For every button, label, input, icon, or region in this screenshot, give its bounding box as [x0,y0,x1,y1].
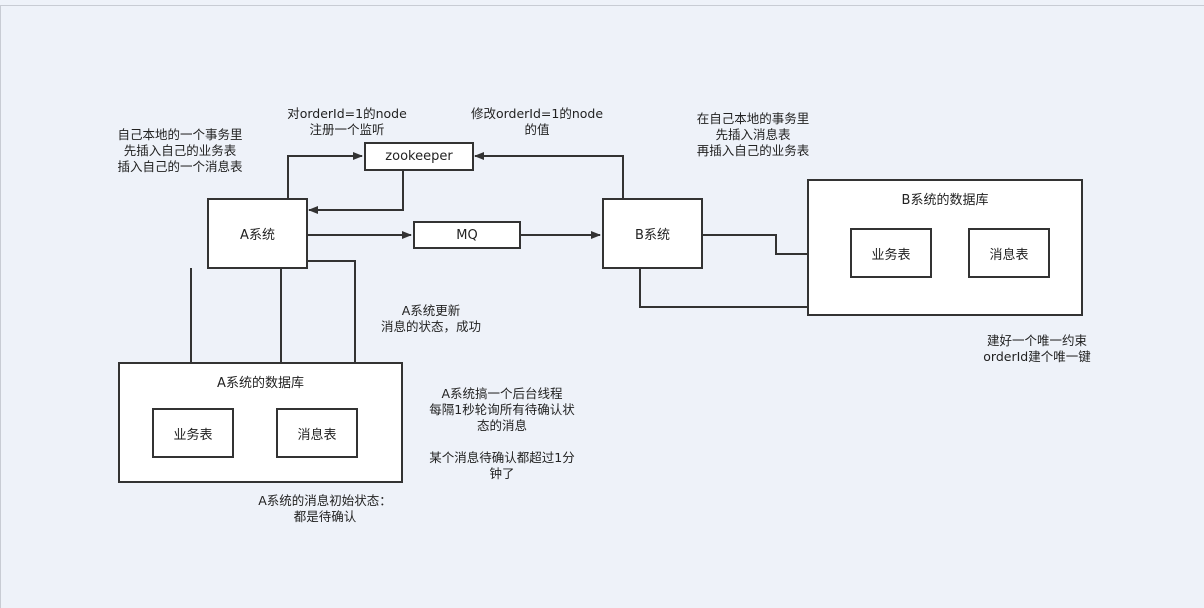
mq-label: MQ [456,227,478,243]
arrow-a-to-zookeeper [287,152,363,198]
a-message-table: 消息表 [276,408,358,458]
b-system-node: B系统 [602,198,703,269]
canvas-frame [0,5,1204,608]
b-message-table-label: 消息表 [989,247,1029,263]
mq-node: MQ [413,221,521,249]
note-initial-state: A系统的消息初始状态： 都是待确认 [258,493,392,524]
zookeeper-label: zookeeper [385,149,453,164]
a-system-label: A系统 [240,228,275,243]
b-message-table: 消息表 [968,228,1050,278]
note-background-thread: A系统搞一个后台线程 每隔1秒轮询所有待确认状 态的消息 [429,386,575,433]
note-register-watch: 对orderId=1的node 注册一个监听 [287,106,407,137]
arrow-b-to-zookeeper [474,152,624,198]
a-message-table-label: 消息表 [297,427,337,443]
arrow-zookeeper-to-a [308,170,404,214]
note-unique-constraint: 建好一个唯一约束 orderId建个唯一键 [983,333,1091,364]
b-system-label: B系统 [635,228,670,243]
a-system-node: A系统 [207,198,308,269]
note-timeout: 某个消息待确认都超过1分 钟了 [429,450,575,481]
zookeeper-node: zookeeper [364,142,474,171]
note-a-update: A系统更新 消息的状态，成功 [380,303,482,334]
a-database-title: A系统的数据库 [217,376,304,391]
b-business-table-label: 业务表 [871,247,911,263]
note-modify-node: 修改orderId=1的node 的值 [470,106,604,137]
a-business-table: 业务表 [152,408,234,458]
b-database-title: B系统的数据库 [901,193,989,208]
note-b-transaction: 在自己本地的事务里 先插入消息表 再插入自己的业务表 [696,111,810,158]
b-business-table: 业务表 [850,228,932,278]
arrow-a-update-message [307,260,359,407]
a-business-table-label: 业务表 [173,427,213,443]
note-a-transaction: 自己本地的一个事务里 先插入自己的业务表 插入自己的一个消息表 [117,127,243,174]
